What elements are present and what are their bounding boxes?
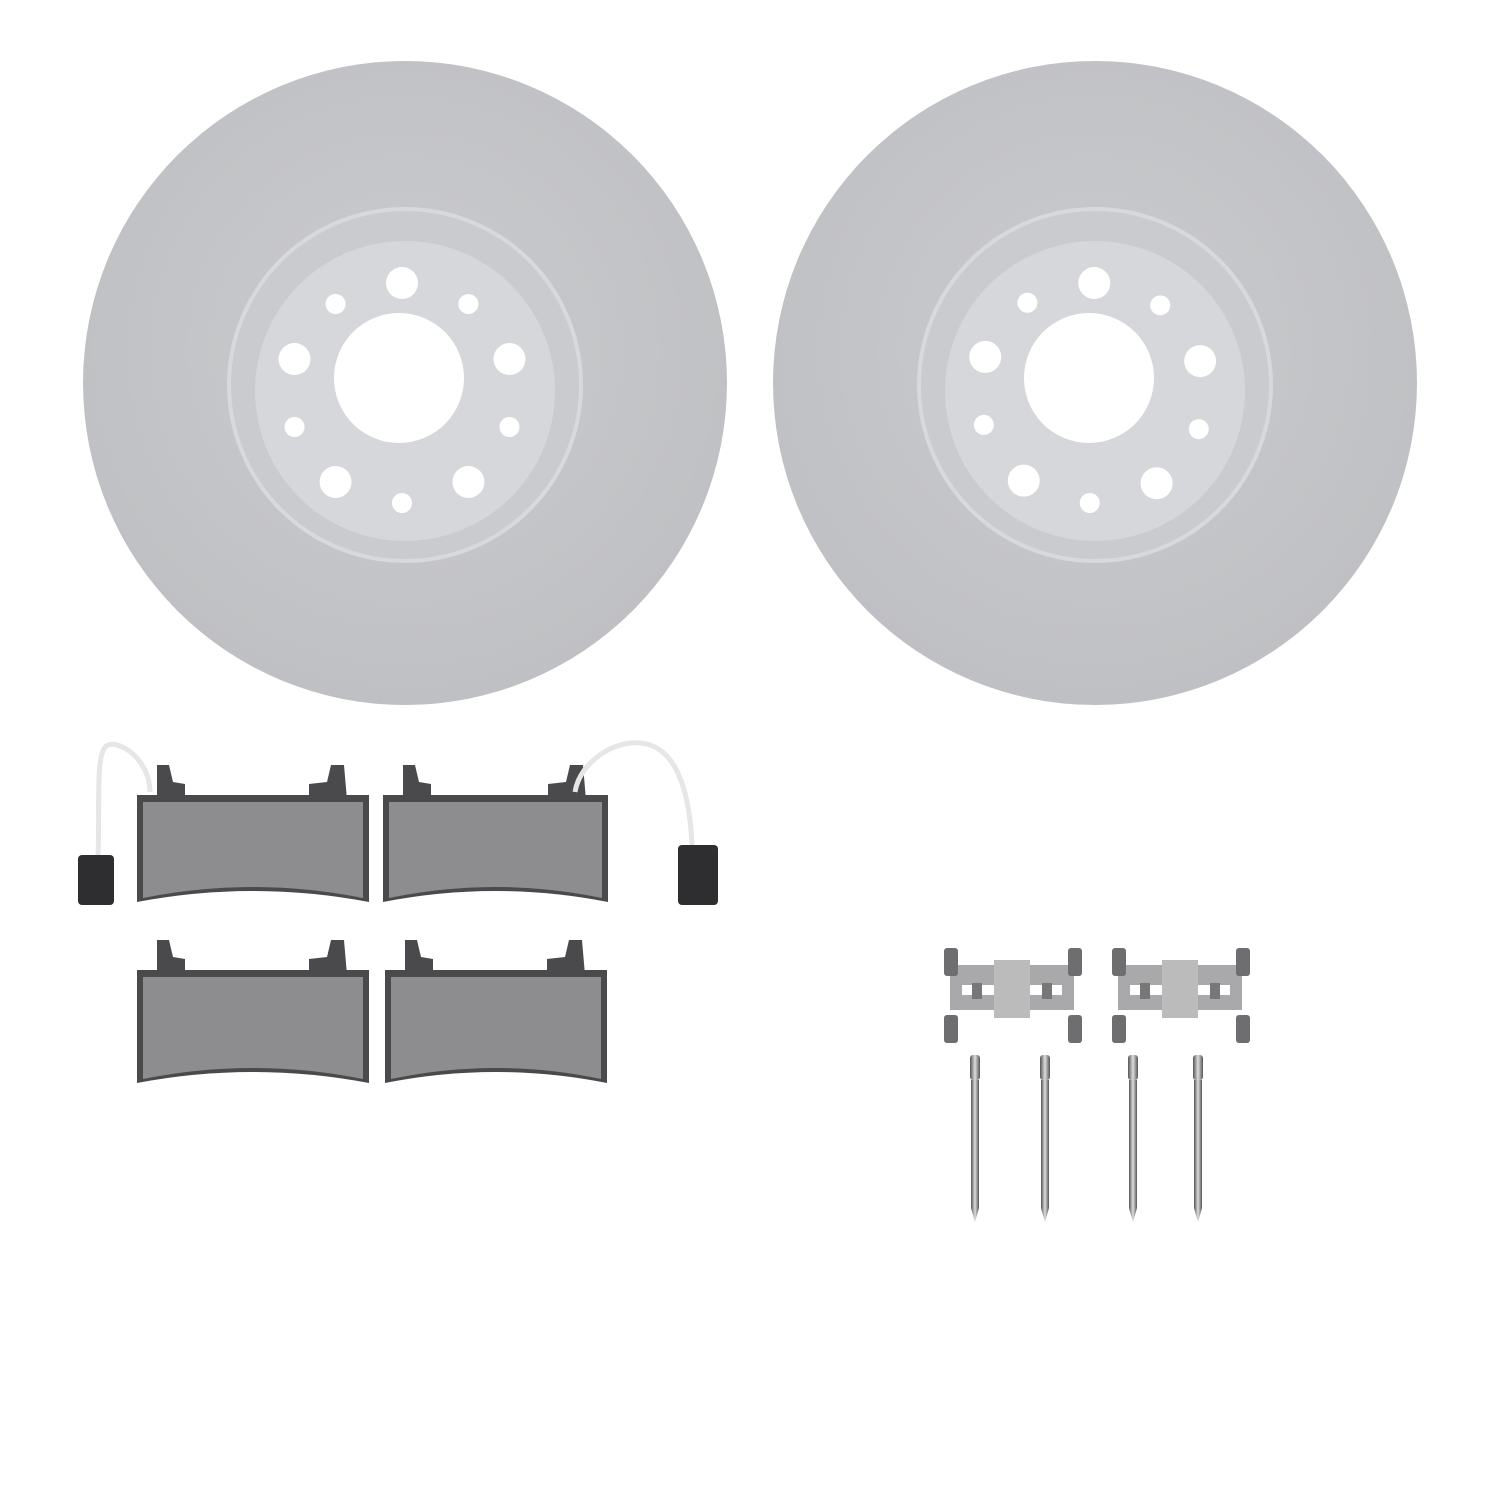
bolt-hole: [493, 343, 526, 376]
bolt-hole: [386, 267, 418, 299]
pad-ear: [403, 765, 431, 800]
bolt-hole: [1007, 464, 1040, 497]
bolt-hole: [458, 294, 479, 315]
clip-tab: [944, 1015, 958, 1043]
pad-ear: [547, 940, 585, 975]
brake-pad-icon: [137, 765, 369, 902]
brake-rotor-icon: [773, 61, 1417, 705]
pin-shaft: [1194, 1080, 1202, 1222]
guide-pin-icon: [970, 1055, 980, 1222]
guide-pin-icon: [1128, 1055, 1138, 1222]
clip-tab: [1112, 948, 1126, 976]
brake-pad-icon: [385, 940, 607, 1083]
clip-center: [1162, 985, 1198, 995]
clip-tab: [1068, 948, 1082, 976]
bolt-hole: [1140, 467, 1173, 500]
pin-shaft: [1041, 1080, 1049, 1222]
brake-pad-icon: [383, 765, 608, 902]
pad-friction-material: [391, 977, 601, 1079]
bolt-hole: [1079, 492, 1100, 513]
pad-ear: [309, 940, 347, 975]
clip-tab: [1236, 1015, 1250, 1043]
clip-tab: [1068, 1015, 1082, 1043]
bolt-hole: [969, 340, 1002, 373]
clip-tab: [1210, 983, 1220, 999]
bolt-hole: [499, 416, 520, 437]
wear-sensor-wire: [572, 740, 695, 846]
clip-center: [994, 985, 1030, 995]
bolt-hole: [1078, 267, 1111, 300]
pad-ear: [157, 765, 185, 800]
clip-tab: [1112, 1015, 1126, 1043]
bolt-hole: [1184, 345, 1217, 378]
wear-sensor-wire: [95, 741, 153, 861]
clip-tab: [944, 948, 958, 976]
pin-head: [1193, 1055, 1203, 1080]
pad-friction-material: [143, 802, 363, 898]
clip-tab: [972, 983, 982, 999]
pin-head: [1128, 1055, 1138, 1080]
clip-tab: [1140, 983, 1150, 999]
clip-tab: [1236, 948, 1250, 976]
center-bore: [1024, 313, 1154, 443]
center-bore: [334, 313, 464, 443]
brake-pad-icon: [137, 940, 369, 1083]
bolt-hole: [278, 343, 311, 376]
wear-sensor-connector: [78, 855, 114, 905]
guide-pin-icon: [1040, 1055, 1050, 1222]
bolt-hole: [319, 465, 352, 498]
pad-ear: [405, 940, 433, 975]
pin-shaft: [971, 1080, 979, 1222]
brake-rotor-icon: [83, 61, 727, 705]
clip-tab: [1042, 983, 1052, 999]
pad-ear: [157, 940, 185, 975]
bolt-hole: [284, 416, 305, 437]
pin-head: [970, 1055, 980, 1080]
bolt-hole: [973, 414, 994, 435]
pad-ear: [548, 765, 586, 800]
bolt-hole: [1017, 292, 1038, 313]
bolt-hole: [1188, 419, 1209, 440]
bolt-hole: [392, 493, 412, 513]
pin-head: [1040, 1055, 1050, 1080]
pin-shaft: [1129, 1080, 1137, 1222]
wear-sensor-connector: [678, 845, 718, 905]
bolt-hole: [452, 465, 485, 498]
pad-friction-material: [143, 977, 363, 1079]
pad-ear: [309, 765, 347, 800]
guide-pin-icon: [1193, 1055, 1203, 1222]
bolt-hole: [325, 294, 346, 315]
pad-friction-material: [389, 802, 602, 898]
abutment-clip-icon: [1112, 948, 1250, 1043]
bolt-hole: [1150, 295, 1171, 316]
abutment-clip-icon: [944, 948, 1082, 1043]
